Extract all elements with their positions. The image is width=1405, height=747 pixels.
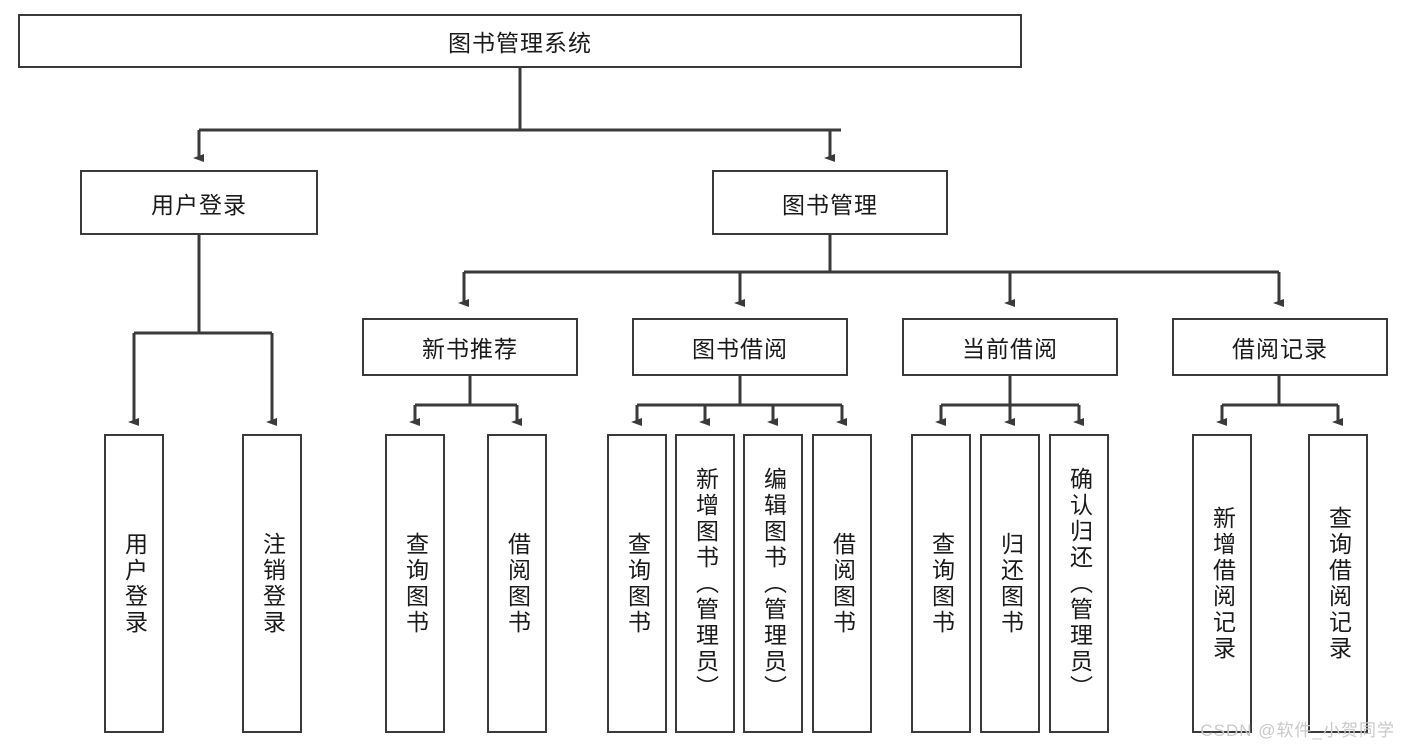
leaf-logout[interactable]: 注销登录 bbox=[242, 434, 302, 733]
node-label: 查询图书 bbox=[624, 531, 651, 636]
node-label: 图书管理系统 bbox=[448, 30, 592, 56]
leaf-user-login[interactable]: 用户登录 bbox=[104, 434, 164, 733]
node-label: 新增借阅记录 bbox=[1209, 505, 1236, 662]
node-book-management[interactable]: 图书管理 bbox=[712, 170, 948, 235]
node-label: 图书管理 bbox=[782, 191, 878, 218]
leaf-add-book-admin[interactable]: 新增图书（管理员） bbox=[675, 434, 735, 733]
node-label: 确认归还（管理员） bbox=[1066, 466, 1093, 701]
leaf-add-borrow-record[interactable]: 新增借阅记录 bbox=[1192, 434, 1252, 733]
leaf-query-book-borrow[interactable]: 查询图书 bbox=[607, 434, 667, 733]
node-user-login[interactable]: 用户登录 bbox=[80, 170, 318, 235]
node-label: 借阅图书 bbox=[504, 531, 531, 636]
node-label: 用户登录 bbox=[121, 531, 148, 636]
node-label: 查询图书 bbox=[402, 531, 429, 636]
leaf-query-book-current[interactable]: 查询图书 bbox=[911, 434, 971, 733]
node-label: 借阅记录 bbox=[1232, 336, 1328, 362]
watermark: CSDN @软件_小贺同学 bbox=[1200, 721, 1395, 740]
leaf-edit-book-admin[interactable]: 编辑图书（管理员） bbox=[743, 434, 803, 733]
node-new-book-recommend[interactable]: 新书推荐 bbox=[362, 318, 578, 376]
node-label: 借阅图书 bbox=[829, 531, 856, 636]
node-label: 当前借阅 bbox=[962, 336, 1058, 362]
node-label: 查询图书 bbox=[928, 531, 955, 636]
leaf-query-borrow-record[interactable]: 查询借阅记录 bbox=[1308, 434, 1368, 733]
leaf-borrow-book[interactable]: 借阅图书 bbox=[812, 434, 872, 733]
node-label: 编辑图书（管理员） bbox=[760, 466, 787, 701]
node-root-system[interactable]: 图书管理系统 bbox=[18, 14, 1022, 68]
leaf-borrow-book-recommend[interactable]: 借阅图书 bbox=[487, 434, 547, 733]
leaf-query-book-recommend[interactable]: 查询图书 bbox=[385, 434, 445, 733]
leaf-confirm-return-admin[interactable]: 确认归还（管理员） bbox=[1049, 434, 1109, 733]
node-label: 图书借阅 bbox=[692, 336, 788, 362]
node-current-borrow[interactable]: 当前借阅 bbox=[902, 318, 1118, 376]
node-label: 新增图书（管理员） bbox=[692, 466, 719, 701]
node-label: 注销登录 bbox=[259, 531, 286, 636]
node-borrow-records[interactable]: 借阅记录 bbox=[1172, 318, 1388, 376]
node-label: 归还图书 bbox=[997, 531, 1024, 636]
node-label: 查询借阅记录 bbox=[1325, 505, 1352, 662]
node-label: 新书推荐 bbox=[422, 336, 518, 362]
leaf-return-book[interactable]: 归还图书 bbox=[980, 434, 1040, 733]
node-book-borrow[interactable]: 图书借阅 bbox=[632, 318, 848, 376]
node-label: 用户登录 bbox=[151, 191, 247, 218]
